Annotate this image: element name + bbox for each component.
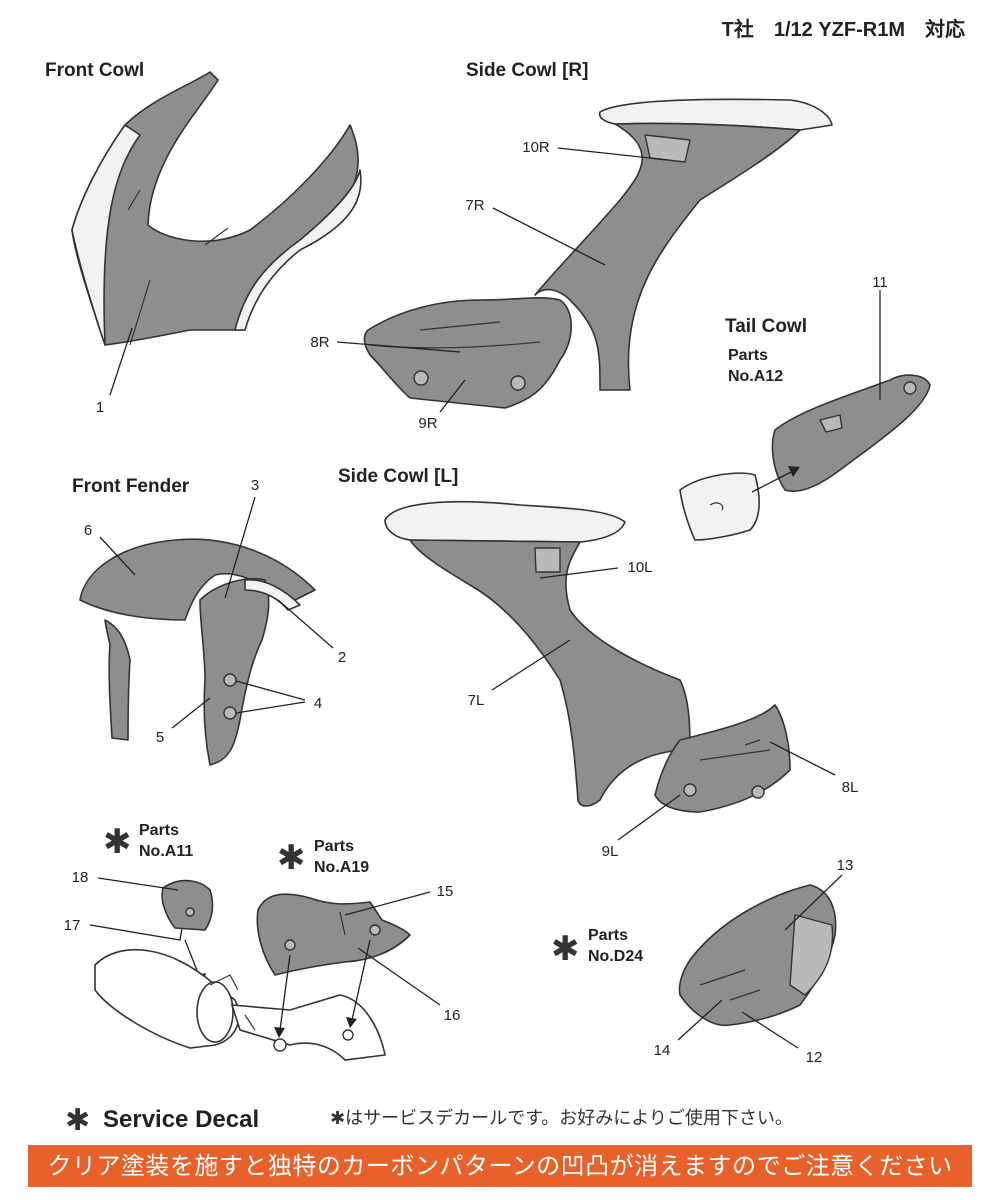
leader-6 — [99, 536, 136, 576]
label-8l: 8L — [842, 779, 859, 796]
leader-8r — [336, 341, 461, 353]
leader-17 — [89, 924, 183, 941]
label-2: 2 — [338, 649, 346, 666]
leader-1 — [109, 327, 133, 396]
muffler-part — [94, 948, 386, 1061]
leader-10r — [557, 147, 669, 161]
label-10r: 10R — [522, 139, 550, 156]
side-cowl-l-heading: Side Cowl [L] — [338, 466, 458, 487]
leader-16 — [357, 947, 441, 1006]
leader-8l — [769, 741, 836, 776]
a19-parts-label: Parts — [314, 838, 354, 855]
label-4: 4 — [314, 695, 322, 712]
service-decal-title: Service Decal — [103, 1106, 259, 1133]
service-decal-note: ✱はサービスデカールです。お好みによりご使用下さい。 — [330, 1108, 793, 1129]
a11-asterisk: ✱ — [103, 822, 132, 862]
leader-13 — [784, 874, 843, 931]
tail-cowl-part — [679, 374, 931, 541]
d24-parts-number: No.D24 — [588, 948, 643, 965]
leader-4b — [235, 701, 306, 714]
tail-parts-label: Parts — [728, 347, 768, 364]
label-15: 15 — [437, 883, 454, 900]
label-11: 11 — [872, 274, 888, 291]
d24-parts-label: Parts — [588, 927, 628, 944]
tail-parts-number: No.A12 — [728, 368, 783, 385]
a19-asterisk: ✱ — [277, 838, 306, 878]
a11-parts-number: No.A11 — [139, 843, 193, 860]
label-10l: 10L — [627, 559, 652, 576]
tail-arrow — [751, 469, 796, 493]
leader-14 — [677, 999, 723, 1041]
label-16: 16 — [444, 1007, 461, 1024]
leader-4a — [235, 680, 306, 701]
a19-parts-number: No.A19 — [314, 859, 369, 876]
front-cowl-heading: Front Cowl — [45, 60, 144, 81]
a19-arrow-right-head — [346, 1017, 357, 1028]
label-14: 14 — [654, 1042, 671, 1059]
legend-asterisk: ✱ — [65, 1103, 90, 1138]
leader-9r — [439, 379, 466, 413]
label-5: 5 — [156, 729, 164, 746]
leader-10l — [539, 567, 619, 579]
label-7l: 7L — [468, 692, 485, 709]
header-title: T社 1/12 YZF-R1M 対応 — [722, 17, 965, 41]
leader-2 — [277, 599, 334, 649]
leader-7l — [491, 639, 571, 691]
d24-part — [678, 884, 837, 1027]
side-cowl-r-part — [363, 98, 833, 409]
footer-warning-bar — [28, 1145, 972, 1187]
a19-arrow-left — [279, 954, 291, 1031]
a19-part — [256, 893, 411, 976]
label-1: 1 — [96, 399, 104, 416]
leader-7r — [492, 207, 606, 266]
a19-arrow-left-head — [274, 1027, 285, 1038]
label-13: 13 — [837, 857, 854, 874]
front-fender-heading: Front Fender — [72, 476, 190, 497]
front-cowl-part — [71, 71, 362, 346]
footer-warning-text: クリア塗装を施すと独特のカーボンパターンの凹凸が消えますのでご注意ください — [47, 1152, 953, 1180]
tail-cowl-heading: Tail Cowl — [725, 316, 807, 337]
front-fender-part — [79, 538, 316, 766]
leader-15 — [344, 891, 431, 916]
leader-5 — [171, 697, 211, 729]
d24-asterisk: ✱ — [551, 929, 580, 969]
a19-arrow-right — [351, 939, 371, 1021]
a11-parts-label: Parts — [139, 822, 179, 839]
label-6: 6 — [84, 522, 92, 539]
tail-arrow-head — [788, 466, 800, 477]
label-17: 17 — [64, 917, 81, 934]
label-9l: 9L — [602, 843, 619, 860]
label-3: 3 — [251, 477, 259, 494]
label-8r: 8R — [310, 334, 329, 351]
side-cowl-r-heading: Side Cowl [R] — [466, 60, 588, 81]
label-12: 12 — [806, 1049, 823, 1066]
leader-18 — [97, 877, 179, 891]
label-7r: 7R — [465, 197, 484, 214]
leader-9l — [617, 794, 681, 841]
side-cowl-l-part — [384, 500, 791, 813]
label-9r: 9R — [418, 415, 437, 432]
leader-12 — [741, 1011, 799, 1049]
a11-part — [161, 879, 214, 931]
leader-3 — [224, 496, 256, 599]
label-18: 18 — [72, 869, 89, 886]
